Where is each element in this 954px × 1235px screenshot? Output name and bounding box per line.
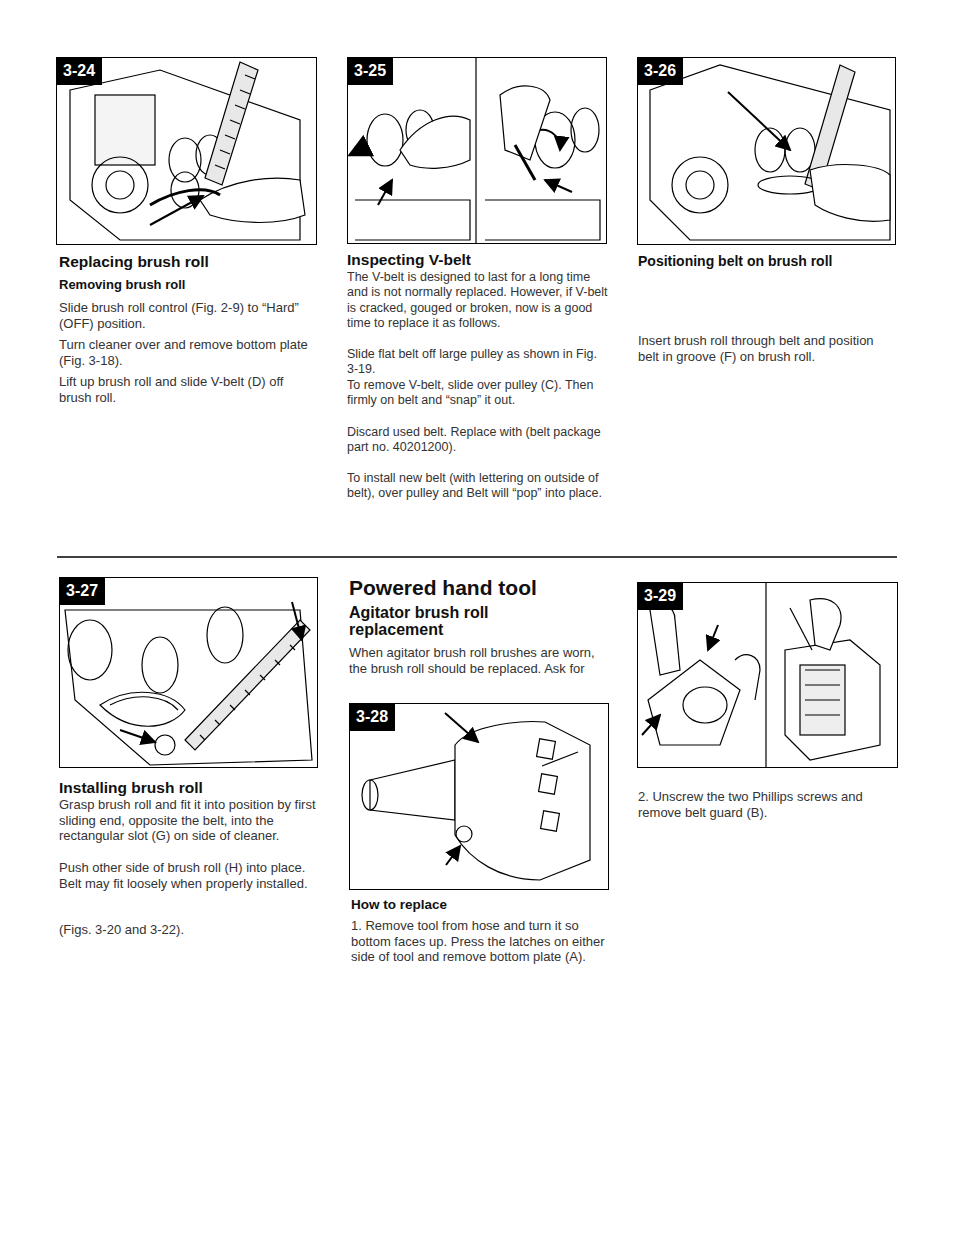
body-text: Lift up brush roll and slide V-belt (D) … bbox=[59, 374, 317, 405]
figure-frame: 3-24 bbox=[56, 57, 317, 245]
section-heading: Removing brush roll bbox=[59, 277, 317, 293]
figure-frame: 3-28 bbox=[349, 703, 609, 890]
body-text: Slide brush roll control (Fig. 2-9) to “… bbox=[59, 300, 317, 331]
body-text: Discard used belt. Replace with (belt pa… bbox=[347, 425, 609, 456]
figure-number: 3-29 bbox=[637, 582, 683, 610]
section-heading: Positioning belt on brush roll bbox=[638, 253, 838, 270]
body-text: When agitator brush roll brushes are wor… bbox=[349, 645, 611, 676]
section-heading: Replacing brush roll bbox=[59, 252, 317, 271]
separator-rule bbox=[57, 556, 897, 558]
figure-number: 3-27 bbox=[59, 577, 105, 605]
figure-3-27-art bbox=[65, 602, 312, 765]
section-heading: Inspecting V-belt bbox=[347, 250, 609, 269]
figure-3-28-art bbox=[362, 713, 590, 880]
figure-number: 3-25 bbox=[347, 57, 393, 85]
body-text: 1. Remove tool from hose and turn it so … bbox=[351, 918, 611, 965]
body-text: To install new belt (with lettering on o… bbox=[347, 471, 609, 502]
figure-3-24-art bbox=[70, 62, 305, 240]
figure-frame: 3-25 bbox=[347, 57, 607, 244]
body-text: The V-belt is designed to last for a lon… bbox=[347, 270, 609, 332]
figure-frame: 3-29 bbox=[637, 582, 898, 768]
body-text: Insert brush roll through belt and posit… bbox=[638, 333, 896, 364]
figure-frame: 3-27 bbox=[59, 577, 318, 768]
section-heading: Agitator brush roll replacement bbox=[349, 604, 569, 638]
figure-3-25-art bbox=[350, 57, 600, 244]
body-text: 2. Unscrew the two Phillips screws and r… bbox=[638, 789, 896, 820]
figure-frame: 3-26 bbox=[637, 57, 896, 245]
section-heading: How to replace bbox=[351, 897, 611, 913]
figure-number: 3-28 bbox=[349, 703, 395, 731]
body-text: Grasp brush roll and fit it into positio… bbox=[59, 797, 321, 844]
body-text: Push other side of brush roll (H) into p… bbox=[59, 860, 321, 891]
figure-number: 3-26 bbox=[637, 57, 683, 85]
figure-3-26-art bbox=[650, 65, 890, 240]
body-text: Turn cleaner over and remove bottom plat… bbox=[59, 337, 317, 368]
body-text: Slide flat belt off large pulley as show… bbox=[347, 347, 609, 378]
figure-number: 3-24 bbox=[56, 57, 102, 85]
section-heading: Powered hand tool bbox=[349, 575, 611, 600]
body-text: To remove V-belt, slide over pulley (C).… bbox=[347, 378, 609, 409]
section-heading: Installing brush roll bbox=[59, 778, 321, 797]
body-text: (Figs. 3-20 and 3-22). bbox=[59, 922, 321, 938]
